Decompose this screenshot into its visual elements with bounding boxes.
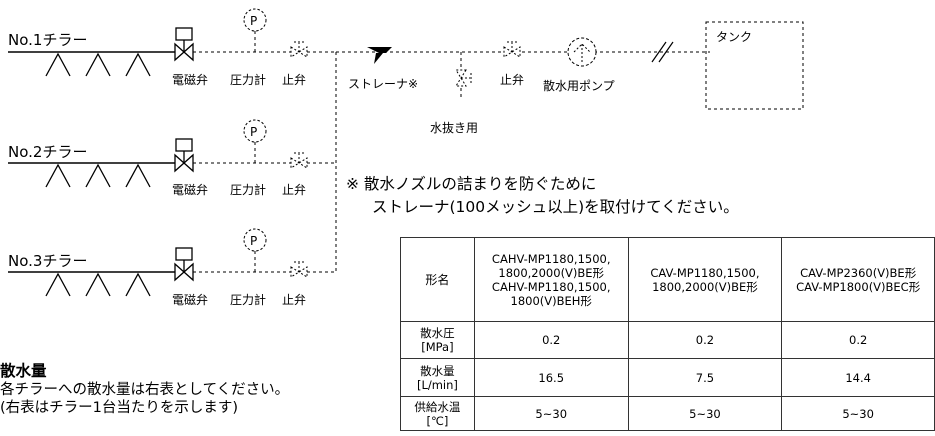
stop-valve-label: 止弁 bbox=[282, 182, 306, 197]
model-line: 1800(V)BEH形 bbox=[510, 293, 592, 308]
table-row: 散水圧[MPa] 0.2 0.2 0.2 bbox=[400, 321, 935, 359]
table-cell: 7.5 bbox=[627, 358, 783, 397]
model-line: CAV-MP2360(V)BE形 bbox=[800, 265, 917, 280]
drain-valve-icon bbox=[455, 69, 472, 87]
table-cell: 0.2 bbox=[627, 321, 783, 359]
chiller-1-label: No.1チラー bbox=[8, 31, 87, 49]
chiller-1-branch bbox=[8, 8, 336, 77]
pressure-gauge-label: 圧力計 bbox=[230, 182, 266, 197]
pressure-gauge-label: 圧力計 bbox=[230, 72, 266, 87]
chiller-2-branch bbox=[8, 119, 336, 188]
table-row: 供給水温[℃] 5~30 5~30 5~30 bbox=[400, 396, 935, 431]
model-line: CAHV-MP1180,1500, bbox=[491, 251, 611, 266]
table-cell: 0.2 bbox=[781, 321, 935, 359]
table-cell: 5~30 bbox=[473, 396, 629, 431]
solenoid-valve-icon bbox=[174, 138, 194, 172]
stop-valve-icon bbox=[290, 41, 308, 58]
drain-label: 水抜き用 bbox=[430, 121, 478, 135]
section-line-2: (右表はチラー1台当たりを示します) bbox=[0, 400, 239, 416]
main-stop-valve-label: 止弁 bbox=[500, 72, 524, 87]
pipe-break-icon bbox=[651, 41, 674, 63]
table-cell: 5~30 bbox=[781, 396, 935, 431]
note-line-2: ストレーナ(100メッシュ以上)を取付けてください。 bbox=[372, 198, 739, 216]
row-label: 散水圧[MPa] bbox=[400, 321, 475, 359]
stop-valve-icon bbox=[290, 152, 308, 169]
stop-valve-label: 止弁 bbox=[282, 72, 306, 87]
strainer-note: ※ 散水ノズルの詰まりを防ぐために ストレーナ(100メッシュ以上)を取付けてく… bbox=[346, 173, 739, 219]
nozzle-icon bbox=[45, 53, 151, 77]
solenoid-valve-label: 電磁弁 bbox=[172, 292, 208, 307]
model-cell-3: CAV-MP2360(V)BE形 CAV-MP1800(V)BEC形 bbox=[781, 237, 935, 322]
solenoid-valve-icon bbox=[174, 27, 194, 61]
chiller-3-label: No.3チラー bbox=[8, 252, 87, 270]
nozzle-icon bbox=[45, 164, 151, 188]
pressure-gauge-label: 圧力計 bbox=[230, 292, 266, 307]
model-line: CAV-MP1800(V)BEC形 bbox=[796, 279, 921, 294]
strainer-icon bbox=[367, 47, 392, 64]
solenoid-valve-icon bbox=[174, 247, 194, 281]
nozzle-icon bbox=[45, 273, 151, 297]
table-header-row: 形名 CAHV-MP1180,1500, 1800,2000(V)BE形 CAH… bbox=[400, 237, 935, 322]
strainer-label: ストレーナ※ bbox=[348, 77, 418, 91]
stop-valve-icon bbox=[503, 41, 521, 58]
stop-valve-label: 止弁 bbox=[282, 292, 306, 307]
stop-valve-icon bbox=[290, 261, 308, 278]
table-row: 散水量[L/min] 16.5 7.5 14.4 bbox=[400, 358, 935, 397]
model-line: CAV-MP1180,1500, bbox=[650, 265, 760, 280]
section-body: 各チラーへの散水量は右表としてください。 (右表はチラー1台当たりを示します) bbox=[0, 381, 289, 417]
table-cell: 16.5 bbox=[473, 358, 629, 397]
note-line-1: ※ 散水ノズルの詰まりを防ぐために bbox=[346, 175, 597, 193]
model-cell-2: CAV-MP1180,1500, 1800,2000(V)BE形 bbox=[627, 237, 783, 322]
section-title: 散水量 bbox=[0, 362, 47, 380]
pump-label: 散水用ポンプ bbox=[543, 78, 615, 93]
gauge-symbol: P bbox=[250, 125, 257, 139]
gauge-symbol: P bbox=[250, 234, 257, 248]
table-cell: 0.2 bbox=[473, 321, 629, 359]
spray-spec-table: 形名 CAHV-MP1180,1500, 1800,2000(V)BE形 CAH… bbox=[400, 237, 935, 431]
gauge-symbol: P bbox=[250, 14, 257, 28]
table-cell: 5~30 bbox=[627, 396, 783, 431]
row-label: 散水量[L/min] bbox=[400, 358, 475, 397]
model-line: 1800,2000(V)BE形 bbox=[498, 265, 605, 280]
pump-icon bbox=[567, 37, 597, 67]
solenoid-valve-label: 電磁弁 bbox=[172, 182, 208, 197]
chiller-3-branch bbox=[8, 228, 336, 297]
tank-label: タンク bbox=[716, 30, 752, 44]
tank-icon bbox=[705, 21, 804, 110]
section-line-1: 各チラーへの散水量は右表としてください。 bbox=[0, 382, 290, 398]
row-label: 供給水温[℃] bbox=[400, 396, 475, 431]
model-line: 1800,2000(V)BE形 bbox=[652, 279, 758, 294]
model-cell-1: CAHV-MP1180,1500, 1800,2000(V)BE形 CAHV-M… bbox=[473, 237, 629, 322]
model-line: CAHV-MP1180,1500, bbox=[491, 279, 611, 294]
main-line bbox=[336, 21, 804, 110]
solenoid-valve-label: 電磁弁 bbox=[172, 72, 208, 87]
table-cell: 14.4 bbox=[781, 358, 935, 397]
chiller-2-label: No.2チラー bbox=[8, 143, 87, 161]
header-label: 形名 bbox=[400, 237, 475, 322]
